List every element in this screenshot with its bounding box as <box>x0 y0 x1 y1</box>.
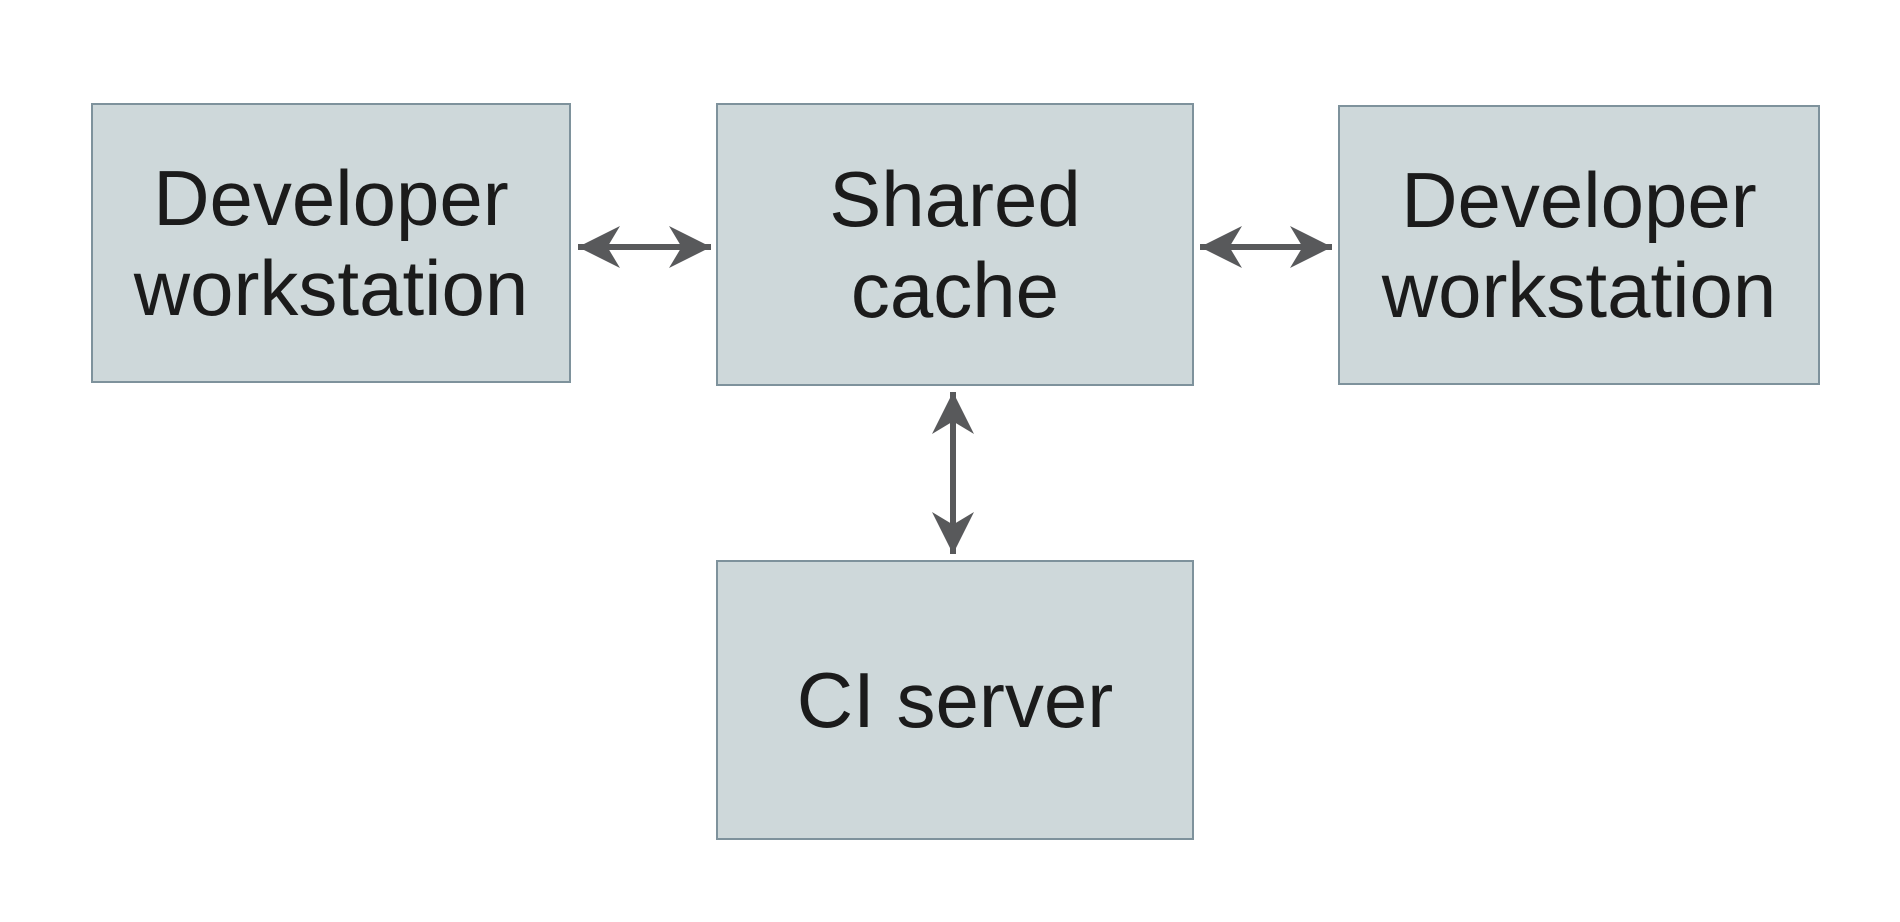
node-label: Shared cache <box>829 155 1081 334</box>
node-developer-workstation-left: Developer workstation <box>91 103 571 383</box>
node-label: Developer workstation <box>133 153 529 332</box>
node-developer-workstation-right: Developer workstation <box>1338 105 1820 385</box>
node-shared-cache: Shared cache <box>716 103 1194 386</box>
node-label: CI server <box>796 655 1114 744</box>
node-label: Developer workstation <box>1381 155 1777 334</box>
node-ci-server: CI server <box>716 560 1194 840</box>
